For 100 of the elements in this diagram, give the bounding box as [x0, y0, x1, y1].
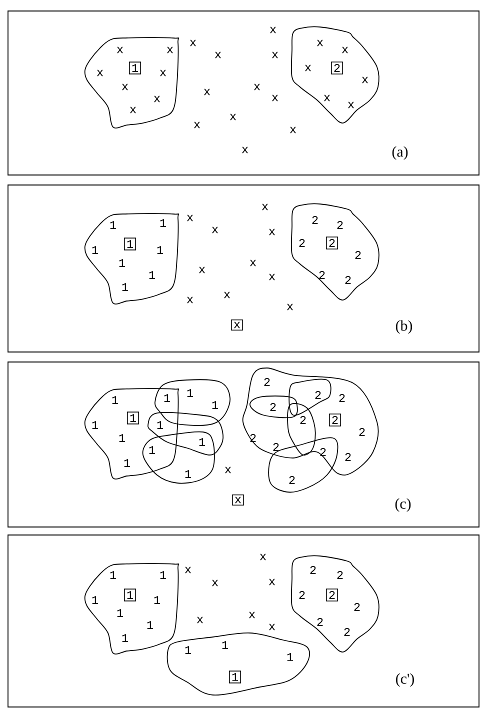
point-label: x: [130, 106, 136, 114]
boxed-label: 1: [127, 412, 139, 424]
point-label: 1: [92, 421, 98, 429]
point-label: x: [116, 46, 124, 54]
point-label: 2: [250, 434, 256, 442]
point-label: 1: [122, 283, 128, 291]
point-label: x: [348, 102, 354, 108]
point-label: 1: [212, 401, 218, 409]
point-label: x: [242, 146, 248, 154]
point-label: 2: [354, 603, 360, 611]
point-label: 2: [299, 239, 305, 247]
point-label: 2: [344, 628, 350, 636]
point-label: x: [290, 126, 296, 134]
point-label: x: [160, 70, 166, 76]
point-label: x: [268, 578, 276, 586]
panel-label: (c): [395, 498, 411, 512]
point-label: 2: [299, 591, 305, 599]
point-label: 1: [147, 621, 153, 629]
point-label: x: [154, 96, 160, 102]
point-label: x: [304, 64, 312, 72]
boxed-label: 1: [124, 588, 136, 602]
point-label: 1: [164, 394, 170, 402]
point-label: x: [324, 94, 330, 102]
point-label: x: [286, 304, 294, 310]
point-label: 2: [320, 448, 326, 456]
point-label: x: [224, 466, 232, 474]
point-label: 1: [157, 421, 163, 429]
point-label: 2: [345, 453, 351, 461]
point-label: 2: [317, 618, 323, 626]
point-label: 2: [289, 476, 295, 484]
point-label: x: [186, 214, 194, 222]
point-label: 1: [154, 596, 160, 604]
point-label: x: [96, 70, 104, 76]
point-label: x: [260, 554, 266, 560]
point-label: x: [204, 88, 210, 96]
point-label: x: [224, 292, 230, 298]
point-label: 1: [160, 571, 166, 579]
point-label: 2: [355, 251, 361, 259]
point-label: x: [262, 204, 268, 210]
point-label: 1: [110, 571, 116, 579]
point-label: x: [316, 40, 324, 46]
point-label: x: [212, 226, 218, 234]
point-label: 2: [345, 276, 351, 284]
boxed-label: 1: [229, 670, 241, 684]
point-label: 1: [110, 221, 116, 229]
point-label: 1: [160, 219, 166, 227]
point-label: 1: [185, 646, 191, 654]
point-label: x: [186, 296, 194, 304]
point-label: x: [342, 46, 348, 54]
point-label: 1: [149, 446, 155, 454]
point-label: x: [254, 84, 260, 90]
point-label: 1: [149, 271, 155, 279]
point-label: 2: [315, 391, 321, 399]
boxed-label: 2: [326, 236, 338, 250]
point-label: 1: [117, 609, 123, 617]
boxed-label: 1: [129, 62, 141, 74]
point-label: x: [272, 94, 278, 102]
point-label: 1: [92, 246, 98, 254]
point-label: x: [194, 122, 200, 128]
point-label: x: [272, 52, 278, 58]
point-label: 2: [337, 221, 343, 229]
boxed-label: 2: [329, 414, 341, 426]
point-label: 1: [92, 596, 98, 604]
point-label: 1: [119, 259, 125, 267]
point-label: 2: [310, 566, 316, 574]
panel-label: (b): [396, 320, 412, 334]
boxed-label: 2: [326, 588, 338, 602]
point-label: x: [198, 266, 206, 274]
point-label: 2: [300, 416, 306, 424]
boxed-label: 2: [331, 62, 343, 74]
point-label: x: [270, 26, 276, 34]
point-label: 1: [187, 389, 193, 397]
point-label: x: [268, 624, 276, 630]
point-label: 2: [337, 571, 343, 579]
point-label: 1: [112, 396, 118, 404]
point-label: 1: [124, 459, 130, 467]
point-label: x: [362, 76, 368, 84]
boxed-label: x: [231, 319, 243, 331]
point-label: x: [212, 580, 218, 586]
point-label: x: [122, 84, 128, 90]
point-label: 1: [222, 641, 228, 649]
point-label: 1: [119, 434, 125, 442]
point-label: x: [248, 612, 256, 618]
point-label: x: [268, 274, 276, 280]
point-label: x: [166, 46, 174, 54]
point-label: x: [196, 616, 204, 624]
point-label: 2: [312, 216, 318, 224]
point-label: 2: [319, 271, 325, 279]
point-label: 1: [157, 246, 163, 254]
point-label: x: [268, 228, 276, 236]
point-label: x: [190, 40, 196, 46]
point-label: x: [184, 566, 192, 574]
panel-label: (c'): [396, 673, 414, 687]
point-label: 1: [122, 634, 128, 642]
point-label: x: [250, 260, 256, 266]
point-label: 1: [287, 653, 293, 661]
point-label: x: [214, 52, 222, 58]
boxed-label: x: [232, 494, 244, 506]
panel-label: (a): [392, 146, 408, 160]
point-label: 2: [264, 378, 270, 386]
